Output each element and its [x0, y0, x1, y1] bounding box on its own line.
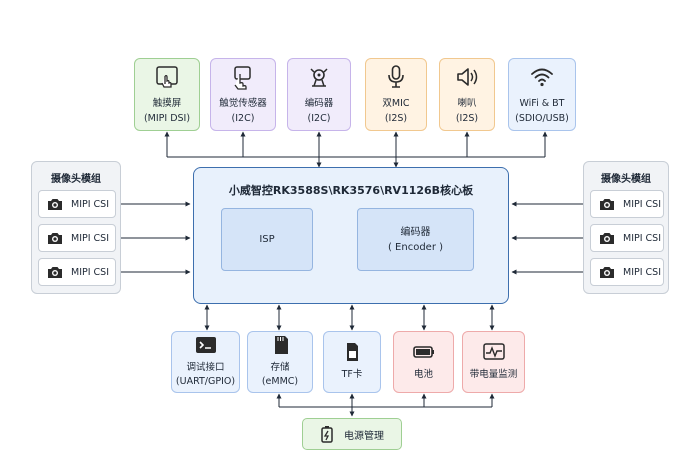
- core-board-title: 小威智控RK3588S\RK3576\RV1126B核心板: [228, 184, 474, 197]
- camera-group-title: 摄像头模组: [51, 174, 101, 185]
- encoder-icon: [310, 67, 328, 87]
- sd-card-icon: [347, 343, 358, 361]
- battery-module: 电池: [393, 331, 454, 393]
- module-name: 触摸屏: [152, 97, 182, 109]
- speaker-icon: [457, 67, 478, 86]
- module-bus: (SDIO/USB): [515, 112, 569, 124]
- module-bus: (eMMC): [261, 376, 299, 387]
- module-name: TF卡: [341, 369, 363, 380]
- module-bus: (I2C): [231, 112, 255, 124]
- module-bus: (MIPI DSI): [143, 112, 191, 124]
- camera-icon: [600, 267, 614, 278]
- camera-item: MIPI CSI: [590, 224, 664, 252]
- wifi-icon: [531, 68, 553, 86]
- touchscreen-module: 触摸屏 (MIPI DSI): [134, 58, 200, 131]
- camera-interface-label: MIPI CSI: [71, 232, 110, 244]
- module-bus: (I2S): [384, 112, 408, 124]
- encoder-label: 编码器: [400, 226, 431, 238]
- power-management-icon: [321, 426, 333, 443]
- module-name: 编码器: [304, 97, 334, 109]
- power-monitor-module: 带电量监测: [462, 331, 525, 393]
- camera-interface-label: MIPI CSI: [71, 266, 110, 278]
- camera-group-left: 摄像头模组 MIPI CSI MIPI CSI MIPI CSI: [31, 161, 121, 294]
- tf-card-module: TF卡: [323, 331, 381, 393]
- module-name: 触觉传感器: [219, 97, 267, 109]
- module-name: 喇叭: [457, 97, 477, 109]
- module-bus: (I2S): [455, 112, 479, 124]
- power-management-label: 电源管理: [344, 430, 384, 442]
- terminal-icon: [195, 337, 216, 353]
- camera-item: MIPI CSI: [38, 190, 116, 218]
- camera-group-right: 摄像头模组 MIPI CSI MIPI CSI MIPI CSI: [583, 161, 669, 294]
- module-bus: (I2C): [307, 112, 331, 124]
- power-monitor-icon: [482, 343, 505, 360]
- debug-interface-module: 调试接口 (UART/GPIO): [171, 331, 240, 393]
- storage-chip-icon: [275, 336, 288, 354]
- wifi-bt-module: WiFi & BT (SDIO/USB): [508, 58, 576, 131]
- isp-label: ISP: [259, 234, 275, 245]
- camera-item: MIPI CSI: [38, 224, 116, 252]
- microphone-module: 双MIC (I2S): [365, 58, 427, 131]
- encoder-module: 编码器 (I2C): [287, 58, 351, 131]
- isp-block: ISP: [221, 208, 313, 271]
- encoder-label-en: ( Encoder ): [387, 241, 444, 253]
- speaker-module: 喇叭 (I2S): [439, 58, 495, 131]
- power-management-module: 电源管理: [302, 418, 402, 450]
- tactile-sensor-icon: [234, 65, 251, 90]
- module-bus: (UART/GPIO): [175, 376, 236, 387]
- camera-interface-label: MIPI CSI: [623, 198, 662, 210]
- camera-icon: [48, 233, 62, 244]
- module-name: 调试接口: [186, 362, 225, 373]
- module-name: 存储: [270, 362, 290, 373]
- storage-module: 存储 (eMMC): [247, 331, 313, 393]
- battery-icon: [412, 346, 434, 358]
- microphone-icon: [388, 64, 404, 88]
- module-name: 双MIC: [382, 97, 410, 109]
- camera-interface-label: MIPI CSI: [623, 266, 662, 278]
- camera-interface-label: MIPI CSI: [623, 232, 662, 244]
- camera-group-title: 摄像头模组: [601, 174, 651, 185]
- camera-icon: [600, 199, 614, 210]
- camera-icon: [600, 233, 614, 244]
- camera-interface-label: MIPI CSI: [71, 198, 110, 210]
- touchscreen-icon: [156, 65, 178, 88]
- module-name: 电池: [413, 369, 433, 380]
- module-name: WiFi & BT: [519, 97, 565, 109]
- camera-icon: [48, 199, 62, 210]
- camera-item: MIPI CSI: [590, 190, 664, 218]
- module-name: 带电量监测: [469, 369, 518, 380]
- camera-item: MIPI CSI: [590, 258, 664, 286]
- tactile-sensor-module: 触觉传感器 (I2C): [210, 58, 276, 131]
- encoder-block: 编码器 ( Encoder ): [357, 208, 474, 271]
- core-board: 小威智控RK3588S\RK3576\RV1126B核心板 ISP 编码器 ( …: [193, 167, 509, 304]
- camera-item: MIPI CSI: [38, 258, 116, 286]
- camera-icon: [48, 267, 62, 278]
